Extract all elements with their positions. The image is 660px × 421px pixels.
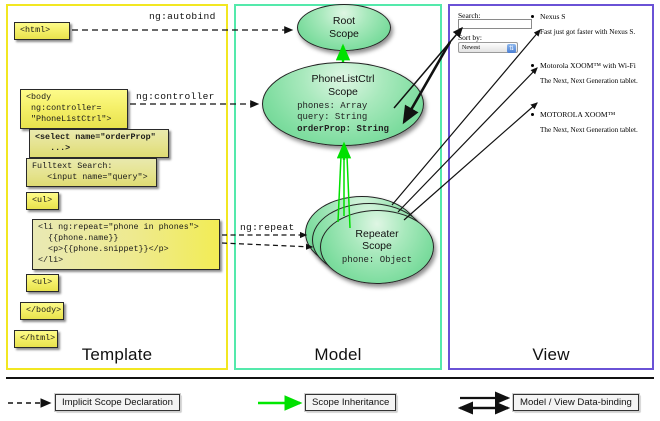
repeater-scope-title-line2: Scope (362, 239, 392, 252)
phone-snippet: The Next, Next Generation tablet. (540, 126, 638, 134)
root-scope-title-line2: Scope (329, 27, 359, 40)
search-input[interactable] (458, 19, 532, 29)
chevron-updown-icon: ⇅ (507, 44, 516, 53)
edge-label-ng-autobind: ng:autobind (149, 11, 216, 22)
phone-list-item[interactable]: Motorola XOOM™ with Wi-Fi The Next, Next… (531, 61, 638, 85)
code-box-ul-close[interactable]: <ul> (26, 274, 59, 293)
legend-arrow-databinding (457, 391, 511, 415)
phone-list-item[interactable]: Nexus S Fast just got faster with Nexus … (531, 12, 636, 36)
panel-view-label: View (532, 345, 570, 364)
panel-model: Model (234, 4, 442, 370)
phone-snippet: The Next, Next Generation tablet. (540, 77, 638, 85)
root-scope-title-line1: Root (332, 15, 356, 28)
ctrl-scope-title-line1: PhoneListCtrl (311, 73, 375, 86)
search-label: Search: (458, 11, 481, 20)
sort-by-selected-value: Newest (462, 44, 480, 51)
bullet-icon (531, 15, 534, 18)
code-box-li-repeat[interactable]: <li ng:repeat="phone in phones"> {{phone… (32, 219, 220, 271)
ctrl-scope-title-line2: Scope (328, 85, 358, 98)
legend-label-model-view-data-binding: Model / View Data-binding (512, 393, 640, 412)
legend-label-implicit-scope-declaration: Implicit Scope Declaration (54, 393, 181, 412)
edge-label-ng-repeat: ng:repeat (240, 222, 295, 233)
panel-view: View (448, 4, 654, 370)
edge-label-ng-controller: ng:controller (136, 91, 215, 102)
code-box-select[interactable]: <select name="orderProp" ...> (29, 129, 169, 159)
repeater-prop-phone: phone: Object (341, 255, 413, 266)
phone-snippet: Fast just got faster with Nexus S. (540, 28, 636, 36)
code-box-html-close[interactable]: </html> (14, 330, 58, 349)
repeater-scope-title-line1: Repeater (355, 227, 399, 240)
phone-list-item[interactable]: MOTOROLA XOOM™ The Next, Next Generation… (531, 110, 638, 134)
code-box-html-open[interactable]: <html> (14, 22, 70, 41)
legend-label-scope-inheritance: Scope Inheritance (303, 393, 398, 412)
code-box-body-open[interactable]: <body ng:controller= "PhoneListCtrl"> (20, 89, 128, 130)
bullet-icon (531, 64, 534, 67)
bullet-icon (531, 113, 534, 116)
phone-name: MOTOROLA XOOM™ (540, 110, 616, 119)
panel-template-label: Template (81, 345, 153, 364)
ctrl-prop-query: query: String (297, 112, 368, 123)
root-scope-ellipse[interactable]: Root Scope (297, 4, 391, 51)
sort-label: Sort by: (458, 33, 482, 42)
phone-name: Nexus S (540, 12, 566, 21)
panel-model-label: Model (314, 345, 362, 364)
legend-divider (6, 377, 654, 379)
code-box-fulltext-search[interactable]: Fulltext Search: <input name="query"> (26, 158, 157, 188)
code-box-ul-open[interactable]: <ul> (26, 192, 59, 211)
repeater-scope-ellipse[interactable]: Repeater Scope phone: Object (320, 210, 434, 284)
phone-name: Motorola XOOM™ with Wi-Fi (540, 61, 636, 70)
phonelistctrl-scope-ellipse[interactable]: PhoneListCtrl Scope phones: Array query:… (262, 62, 424, 146)
code-box-body-close[interactable]: </body> (20, 302, 64, 321)
ctrl-prop-orderprop: orderProp: String (297, 123, 389, 134)
sort-by-select[interactable]: Newest ⇅ (458, 42, 518, 53)
ctrl-prop-phones: phones: Array (297, 101, 368, 111)
